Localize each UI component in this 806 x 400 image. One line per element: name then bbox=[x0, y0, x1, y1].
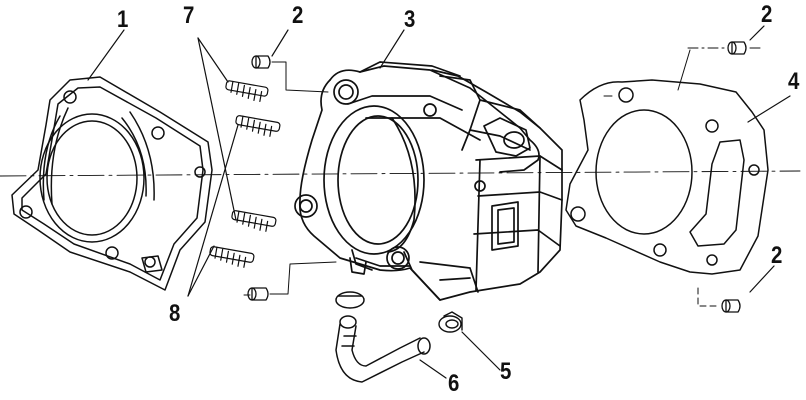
base-gasket-right bbox=[565, 79, 769, 275]
head-gasket-left bbox=[11, 76, 213, 291]
cylinder-block bbox=[294, 61, 563, 301]
dowel-pin-right-top bbox=[677, 41, 761, 91]
callout-6: 6 bbox=[448, 370, 460, 397]
stud-bolts bbox=[209, 80, 281, 268]
coolant-hose bbox=[335, 291, 431, 383]
callout-2-bottom-right: 2 bbox=[771, 242, 783, 269]
callout-8: 8 bbox=[169, 300, 181, 327]
dowel-pin-left-top bbox=[251, 55, 329, 93]
stud-2 bbox=[235, 115, 281, 137]
callout-1: 1 bbox=[117, 6, 129, 33]
stud-3 bbox=[231, 210, 277, 232]
hose-clamp bbox=[438, 311, 463, 333]
dowel-pin-right-bottom bbox=[697, 287, 741, 313]
callout-3: 3 bbox=[404, 6, 416, 33]
callout-5: 5 bbox=[500, 358, 512, 385]
callout-4: 4 bbox=[788, 68, 800, 95]
callout-7: 7 bbox=[183, 2, 195, 29]
stud-4 bbox=[209, 246, 255, 268]
stud-1 bbox=[225, 80, 269, 103]
dowel-pin-left-bottom bbox=[243, 261, 337, 301]
callout-2-left: 2 bbox=[292, 2, 304, 29]
center-axis-line bbox=[0, 170, 801, 177]
callout-2-top-right: 2 bbox=[761, 1, 773, 28]
